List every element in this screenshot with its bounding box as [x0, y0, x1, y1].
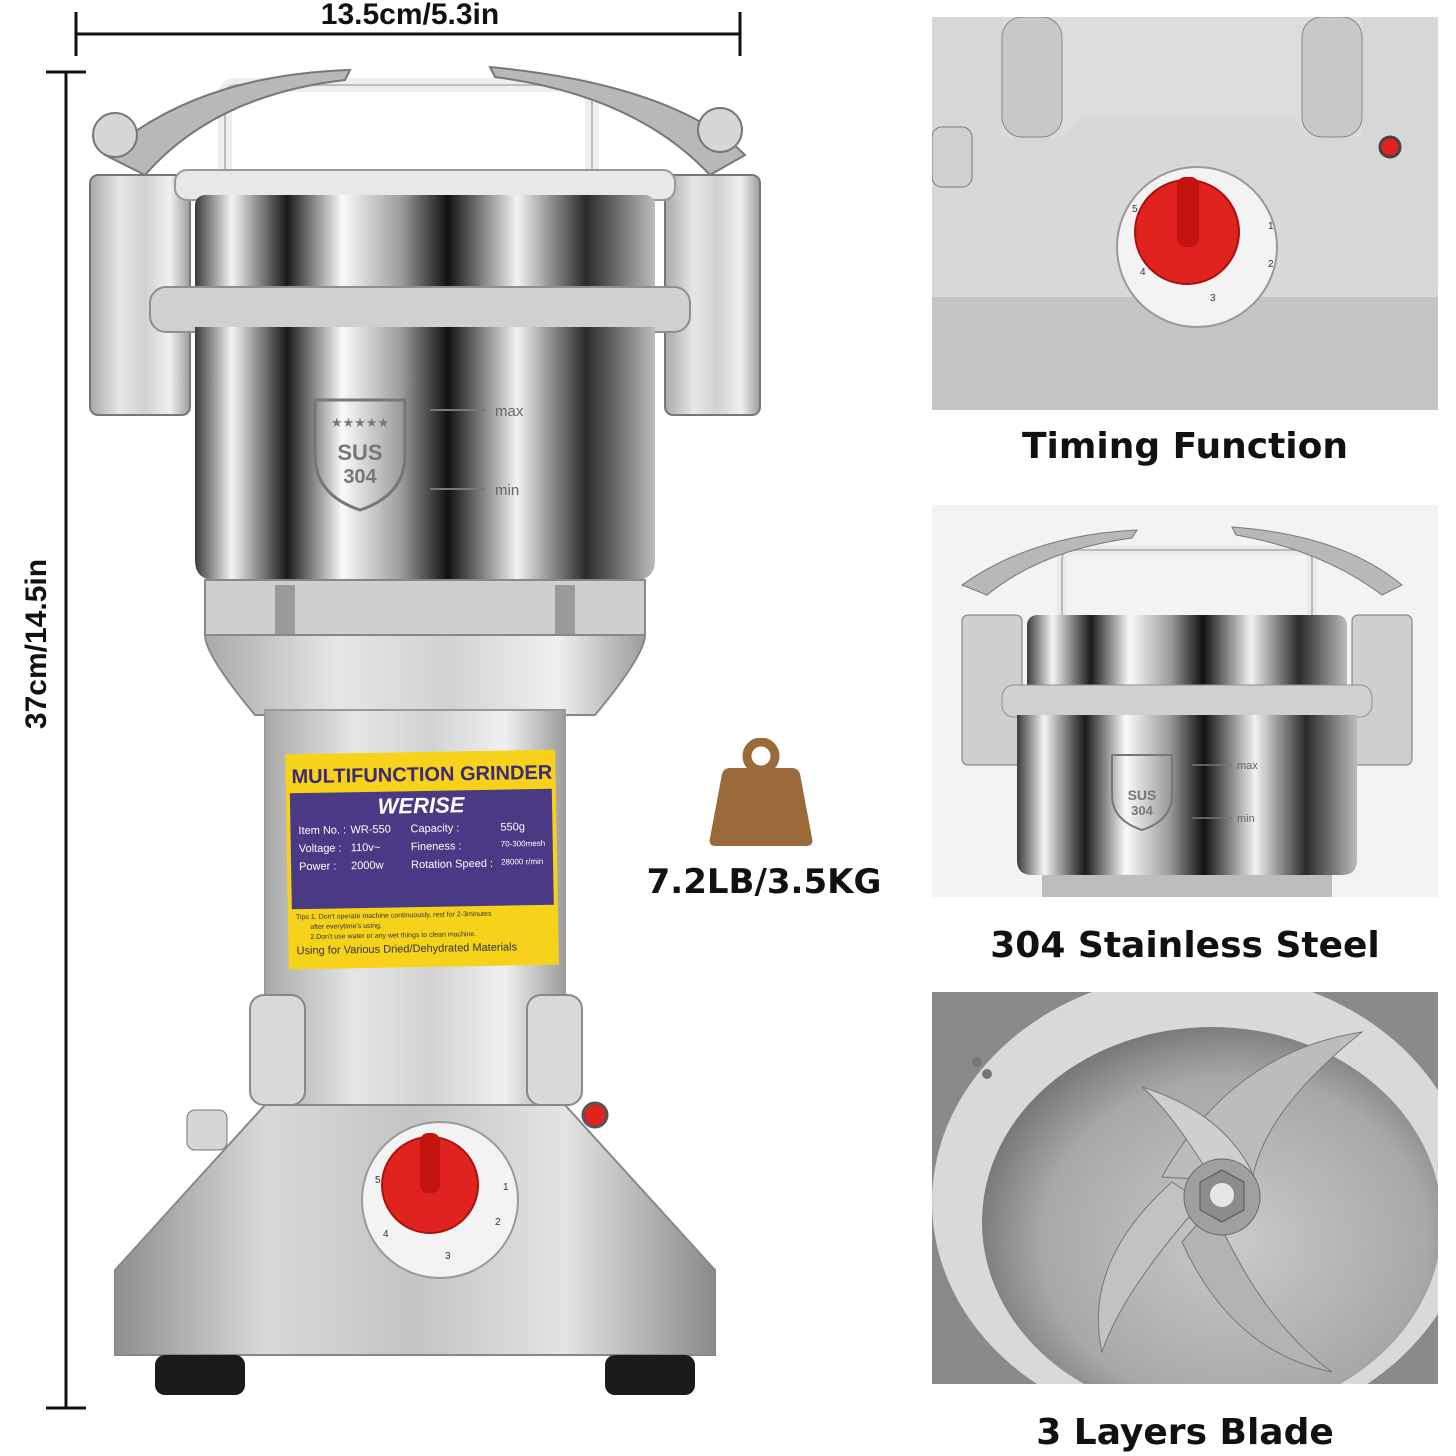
- width-dimension-line: [74, 12, 742, 56]
- stainless-steel-image: SUS 304 max min: [932, 505, 1438, 897]
- sticker-key: Fineness :: [410, 840, 462, 854]
- caption-timing-function: Timing Function: [1022, 426, 1348, 467]
- height-dimension: [40, 70, 90, 1412]
- sticker-brand: WERISE: [377, 792, 465, 819]
- caption-3-layers-blade: 3 Layers Blade: [1036, 1412, 1334, 1453]
- sticker-value: 2000w: [351, 859, 384, 873]
- sticker-key: Voltage :: [298, 842, 342, 856]
- timer-number-4: 4: [1140, 267, 1146, 278]
- sticker-value: 70-300mesh: [500, 838, 546, 849]
- width-label: 13.5cm/5.3in: [300, 0, 520, 32]
- max-label: max: [495, 403, 524, 420]
- sus-badge-line1: SUS: [337, 440, 382, 465]
- sticker-value: WR-550: [350, 823, 391, 837]
- sticker-key: Power :: [299, 860, 337, 874]
- panel-sus-line1: SUS: [1128, 787, 1157, 803]
- height-dimension-line: [46, 70, 86, 1410]
- sticker-value: 550g: [500, 821, 526, 834]
- dial-number-5: 5: [375, 1175, 381, 1186]
- panel-min-label: min: [1237, 813, 1255, 825]
- width-dimension: [74, 0, 742, 60]
- sticker-value: 110v~: [350, 841, 381, 855]
- grinder-product-image: ★★★★★ SUS 304 max min 5 4 3 2 1: [75, 55, 775, 1415]
- grinder-illustration: ★★★★★ SUS 304 max min 5 4 3 2 1: [89, 65, 761, 1395]
- weight-icon: [708, 737, 814, 848]
- timer-number-5: 5: [1132, 204, 1138, 215]
- caption-stainless-steel: 304 Stainless Steel: [990, 925, 1380, 966]
- timing-function-image: 5 4 3 2 1: [932, 17, 1438, 410]
- sticker-key: Rotation Speed :: [410, 857, 494, 872]
- panel-max-label: max: [1237, 760, 1258, 772]
- dial-number-3: 3: [445, 1251, 451, 1262]
- dial-number-1: 1: [503, 1182, 509, 1193]
- timer-number-3: 3: [1210, 293, 1216, 304]
- sticker-value: 28000 r/min: [500, 856, 544, 867]
- dial-number-2: 2: [495, 1217, 501, 1228]
- blade-image: [932, 992, 1438, 1384]
- product-label-sticker: MULTIFUNCTION GRINDER WERISE Item No. : …: [285, 749, 559, 970]
- height-label: 37cm/14.5in: [20, 519, 54, 769]
- timer-number-1: 1: [1268, 221, 1274, 232]
- dial-number-4: 4: [383, 1229, 389, 1240]
- sus-badge-line2: 304: [343, 466, 377, 488]
- sticker-key: Capacity :: [410, 822, 460, 836]
- panel-sus-line2: 304: [1131, 803, 1153, 818]
- sticker-info-box: WERISE Item No. : WR-550 Capacity : 550g…: [289, 788, 554, 910]
- svg-text:★★★★★: ★★★★★: [331, 416, 389, 431]
- min-label: min: [495, 482, 519, 499]
- sticker-title: MULTIFUNCTION GRINDER: [291, 761, 553, 789]
- sticker-key: Item No. :: [298, 824, 347, 838]
- timer-number-2: 2: [1268, 259, 1274, 270]
- weight-label: 7.2LB/3.5KG: [646, 862, 882, 902]
